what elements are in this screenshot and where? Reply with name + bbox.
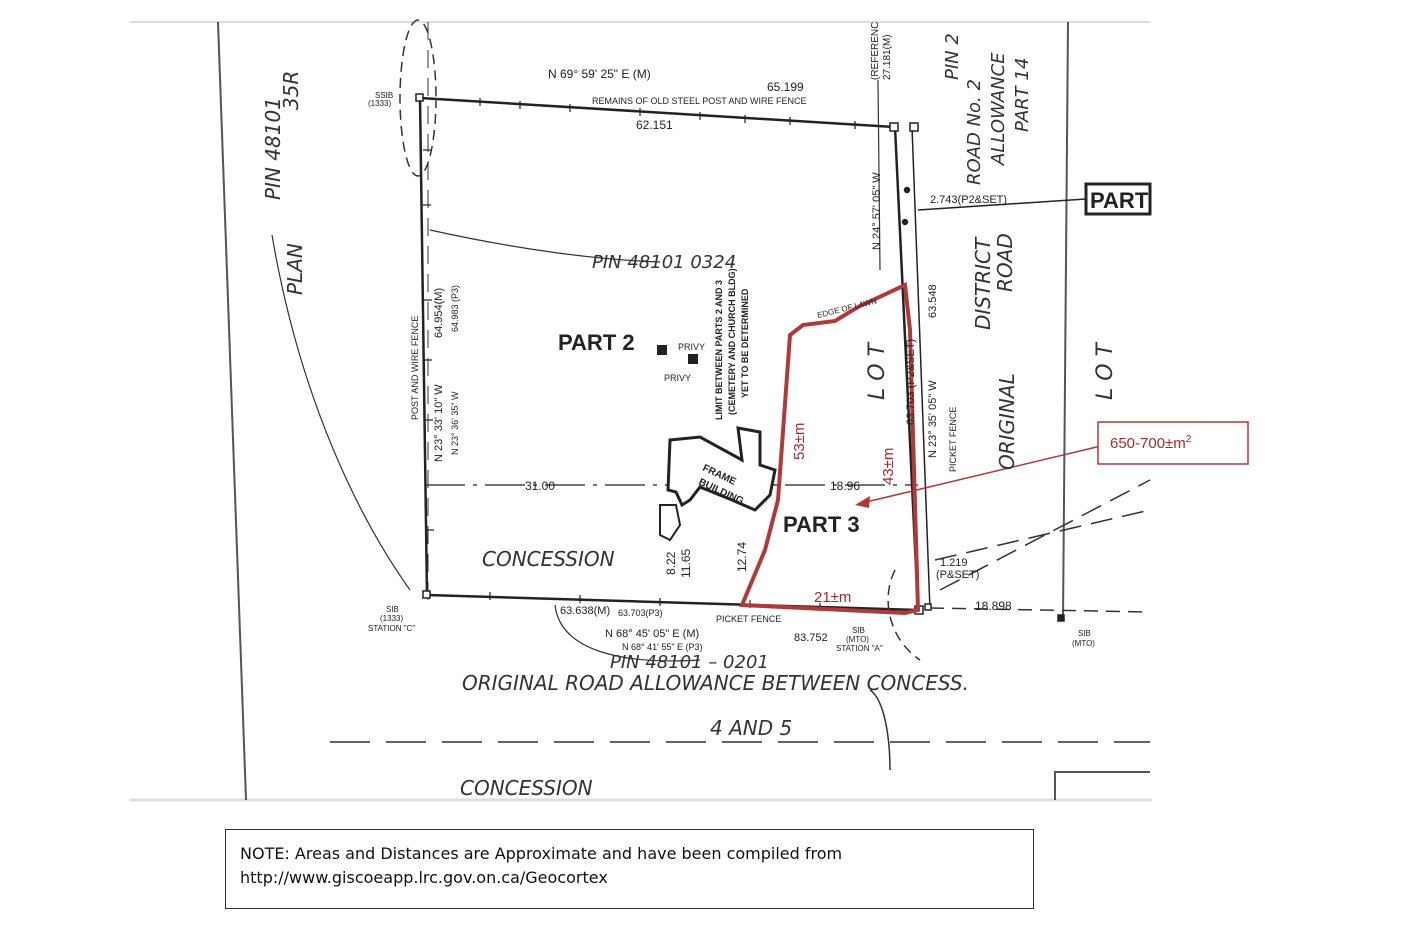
approx-area-outline: [739, 282, 921, 616]
sib-left-no: (1333): [380, 614, 403, 623]
limit-note: (CEMETERY AND CHURCH BLDG): [727, 268, 737, 415]
sib-mid: SIB: [852, 626, 865, 635]
pin-right-label: PIN 2: [942, 33, 963, 80]
pin-bottom-label: PIN 48101 – 0201: [610, 652, 769, 673]
area-callout-arrow: [861, 444, 1106, 504]
left-bearing-p3: N 23° 36' 35" W: [450, 391, 460, 455]
road-allowance-label-2: 4 AND 5: [710, 716, 792, 740]
right-bearing-lower: N 23° 35' 05" W: [927, 380, 939, 458]
concession-bottom-label: CONCESSION: [460, 776, 593, 800]
station-a: STATION "A": [836, 644, 883, 653]
right-bearing-upper: N 24° 57' 05" W: [871, 172, 883, 250]
distance-12-74: 12.74: [735, 542, 749, 572]
part-14-label: PART 14: [1012, 58, 1033, 132]
bottom-fence-label: PICKET FENCE: [716, 614, 781, 624]
note-url: http://www.giscoeapp.lrc.gov.on.ca/Geoco…: [240, 868, 608, 887]
distance-8-22: 8.22: [664, 551, 678, 575]
right-distance-b: 63.703 (P2&SET): [905, 339, 917, 425]
area-label: 650-700±m2: [1110, 434, 1192, 452]
privy-icon: [657, 345, 667, 355]
right-fence-label: PICKET FENCE: [948, 407, 958, 472]
pin-main-label: PIN 48101 0324: [592, 252, 736, 273]
left-distance-m: 64.954(M): [433, 288, 445, 338]
road-no-label: ROAD No. 2: [964, 79, 985, 185]
sib-mid-no: (MTO): [846, 635, 869, 644]
top-inner-distance: 62.151: [636, 118, 673, 132]
part-edge-label: PART: [1090, 188, 1149, 213]
bottom-bearing-m: N 68° 45' 05" E (M): [605, 628, 699, 640]
reference-label: (REFERENC: [870, 22, 881, 80]
part-tag-box: [1084, 182, 1152, 216]
distance-18-96: 18.96: [830, 479, 860, 493]
plan-label: PLAN: [283, 243, 307, 295]
distance-31: 31.00: [525, 479, 555, 493]
bottom-distance-p3: 63.703(P3): [618, 608, 663, 618]
bottom-distance-m: 63.638(M): [560, 605, 610, 617]
left-bearing-m: N 23° 33' 10" W: [433, 384, 445, 462]
district-label: DISTRICT: [971, 236, 995, 330]
length-west-label: 53±m: [791, 423, 808, 460]
top-fence-label: REMAINS OF OLD STEEL POST AND WIRE FENCE: [592, 96, 807, 106]
top-bearing: N 69° 59' 25" E (M): [548, 67, 651, 81]
left-distance-p3: 64.983 (P3): [450, 285, 460, 332]
sib-right: SIB: [1078, 629, 1091, 638]
pin-left-label: PIN 48101: [261, 97, 285, 200]
building-stairs: [659, 504, 682, 542]
left-fence-label: POST AND WIRE FENCE: [410, 316, 420, 420]
fence-ticks: [423, 98, 856, 611]
ssib-top: SSIB: [375, 91, 393, 100]
road-allowance-label: ORIGINAL ROAD ALLOWANCE BETWEEN CONCESS.: [462, 671, 969, 695]
scan-frame: [130, 21, 1152, 802]
part-2-label: PART 2: [558, 330, 635, 355]
part-tag-leader: [917, 198, 1087, 211]
sib-left: SIB: [386, 605, 399, 614]
lot-outer-label: L O T: [1093, 341, 1118, 400]
distance-11-65: 11.65: [679, 549, 693, 578]
far-right-distance: 18.898: [975, 599, 1012, 613]
station-c: STATION "C": [368, 624, 415, 633]
bottom-distance-right: 83.752: [794, 632, 828, 644]
sib-right-no: (MTO): [1072, 639, 1095, 648]
frame-building: [666, 426, 777, 512]
concession-mid-label: CONCESSION: [482, 547, 615, 571]
top-distance: 65.199: [767, 80, 804, 94]
allowance-label: ALLOWANCE: [988, 52, 1009, 166]
privy-icon: [688, 354, 698, 364]
road-label: ROAD: [993, 233, 1017, 292]
original-label: ORIGINAL: [995, 373, 1019, 470]
length-south-label: 21±m: [814, 589, 851, 606]
offset-bottom-b: (P&SET): [936, 569, 979, 581]
ssib-top-no: (1333): [368, 99, 391, 108]
offset-bottom-a: 1.219: [940, 557, 968, 569]
area-callout-box: [1097, 421, 1249, 465]
limit-note: YET TO BE DETERMINED: [740, 288, 750, 398]
reference-distance: 27.181(M): [882, 34, 893, 80]
note-box: NOTE: Areas and Distances are Approximat…: [225, 829, 1034, 909]
limit-note: LIMIT BETWEEN PARTS 2 AND 3: [714, 280, 724, 420]
lawn-edge-label: EDGE OF LAWN: [816, 296, 878, 320]
part-3-label: PART 3: [783, 512, 860, 537]
offset-top: 2.743(P2&SET): [930, 194, 1007, 206]
arrowhead-icon: [855, 496, 870, 508]
privy-label: PRIVY: [678, 342, 705, 352]
lot-inner-label: L O T: [865, 341, 890, 400]
length-east-label: 43±m: [880, 448, 897, 485]
bottom-bearing-p3: N 68° 41' 55" E (P3): [622, 642, 703, 652]
dashed-reference-lines: [271, 19, 1151, 771]
plan-number-label: 35R: [279, 71, 303, 110]
privy-label: PRIVY: [664, 373, 691, 383]
right-distance-a: 63.548: [927, 284, 939, 318]
note-line-1: NOTE: Areas and Distances are Approximat…: [240, 844, 843, 863]
